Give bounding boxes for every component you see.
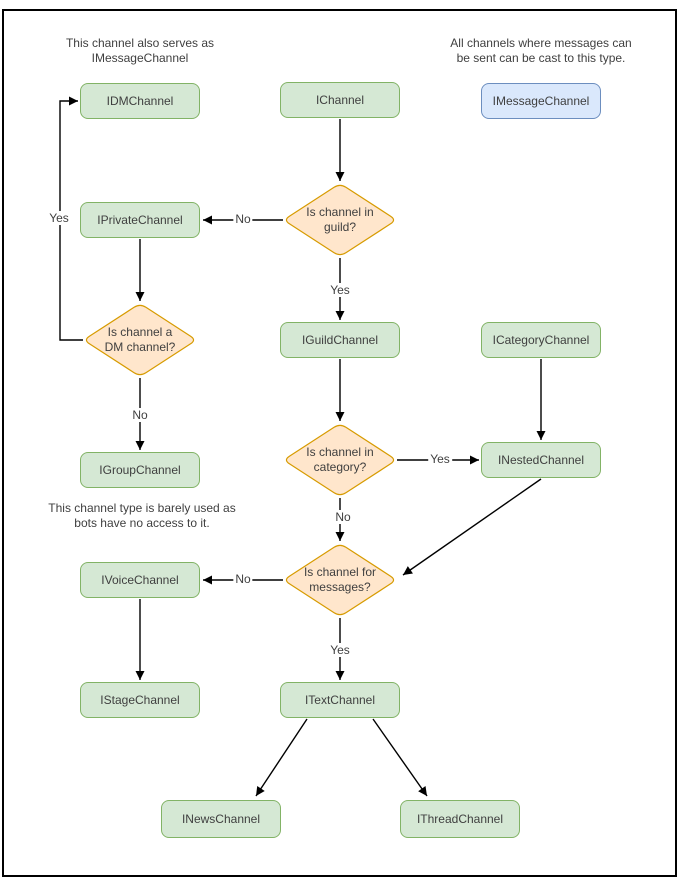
diamond-shape-icon — [85, 304, 195, 376]
decision-label-is-dm: Is channel a DM channel? — [104, 325, 176, 354]
diamond-shape-icon — [285, 424, 395, 496]
decision-is-channel-in-category: Is channel in category? — [283, 423, 397, 497]
decision-is-channel-in-guild: Is channel in guild? — [283, 183, 397, 257]
edge-label-category-yes: Yes — [428, 452, 452, 466]
edge-label-guild-yes: Yes — [328, 283, 352, 297]
edge-itextchannel-to-inewschannel — [255, 718, 308, 797]
node-itextchannel: ITextChannel — [280, 682, 400, 718]
node-icategorychannel: ICategoryChannel — [481, 322, 601, 358]
edge-label-guild-no: No — [233, 212, 253, 226]
edge-itextchannel-to-ithreadchannel — [372, 718, 428, 797]
node-inewschannel: INewsChannel — [161, 800, 281, 838]
node-ithreadchannel: IThreadChannel — [400, 800, 520, 838]
node-idmchannel: IDMChannel — [80, 83, 200, 119]
node-istagechannel: IStageChannel — [80, 682, 200, 718]
decision-label-for-messages: Is channel for messages? — [303, 565, 377, 594]
decision-label-in-category: Is channel in category? — [306, 445, 374, 474]
edge-label-dm-yes: Yes — [47, 211, 71, 225]
diamond-shape-icon — [285, 544, 395, 616]
note-idmchannel: This channel also serves as IMessageChan… — [65, 36, 215, 65]
diamond-shape-icon — [285, 184, 395, 256]
node-iguildchannel: IGuildChannel — [280, 322, 400, 358]
node-igroupchannel: IGroupChannel — [80, 452, 200, 488]
decision-is-channel-for-messages: Is channel for messages? — [283, 543, 397, 617]
node-ichannel: IChannel — [280, 82, 400, 118]
note-igroupchannel: This channel type is barely used as bots… — [48, 501, 236, 530]
edge-label-messages-no: No — [233, 572, 253, 586]
note-imessagechannel: All channels where messages can be sent … — [450, 36, 632, 65]
edge-inestedchannel-to-formessages — [402, 478, 542, 576]
node-iprivatechannel: IPrivateChannel — [80, 202, 200, 238]
decision-is-channel-a-dm: Is channel a DM channel? — [83, 303, 197, 377]
node-inestedchannel: INestedChannel — [481, 442, 601, 478]
edge-label-category-no: No — [333, 510, 353, 524]
node-ivoicechannel: IVoiceChannel — [80, 562, 200, 598]
node-imessagechannel: IMessageChannel — [481, 83, 601, 119]
decision-label-in-guild: Is channel in guild? — [306, 205, 374, 234]
edge-label-dm-no: No — [130, 408, 150, 422]
edge-label-messages-yes: Yes — [328, 643, 352, 657]
